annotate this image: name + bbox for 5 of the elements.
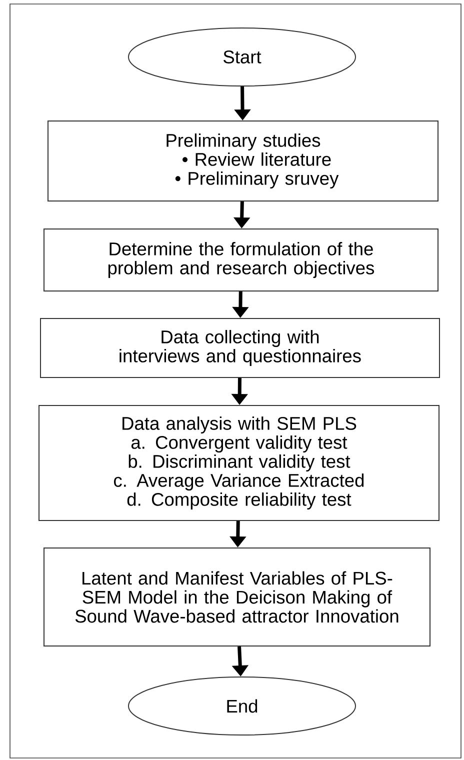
process-box: Data analysis with SEM PLS a. Convergent validity test b. Discriminant validity test c. Average Variance Extracted d. Composite reliability test: [38, 405, 440, 521]
process-box: Determine the formulation of the problem and research objectives: [44, 228, 438, 292]
process-box: Data collecting with interviews and questionnaires: [40, 318, 440, 378]
process-box: Latent and Manifest Variables of PLS-SEM Model in the Deicison Making of Sound Wave-based attractor Innovation: [44, 548, 430, 646]
process-box: Preliminary studies • Review literature • Preliminary sruvey: [48, 120, 438, 202]
